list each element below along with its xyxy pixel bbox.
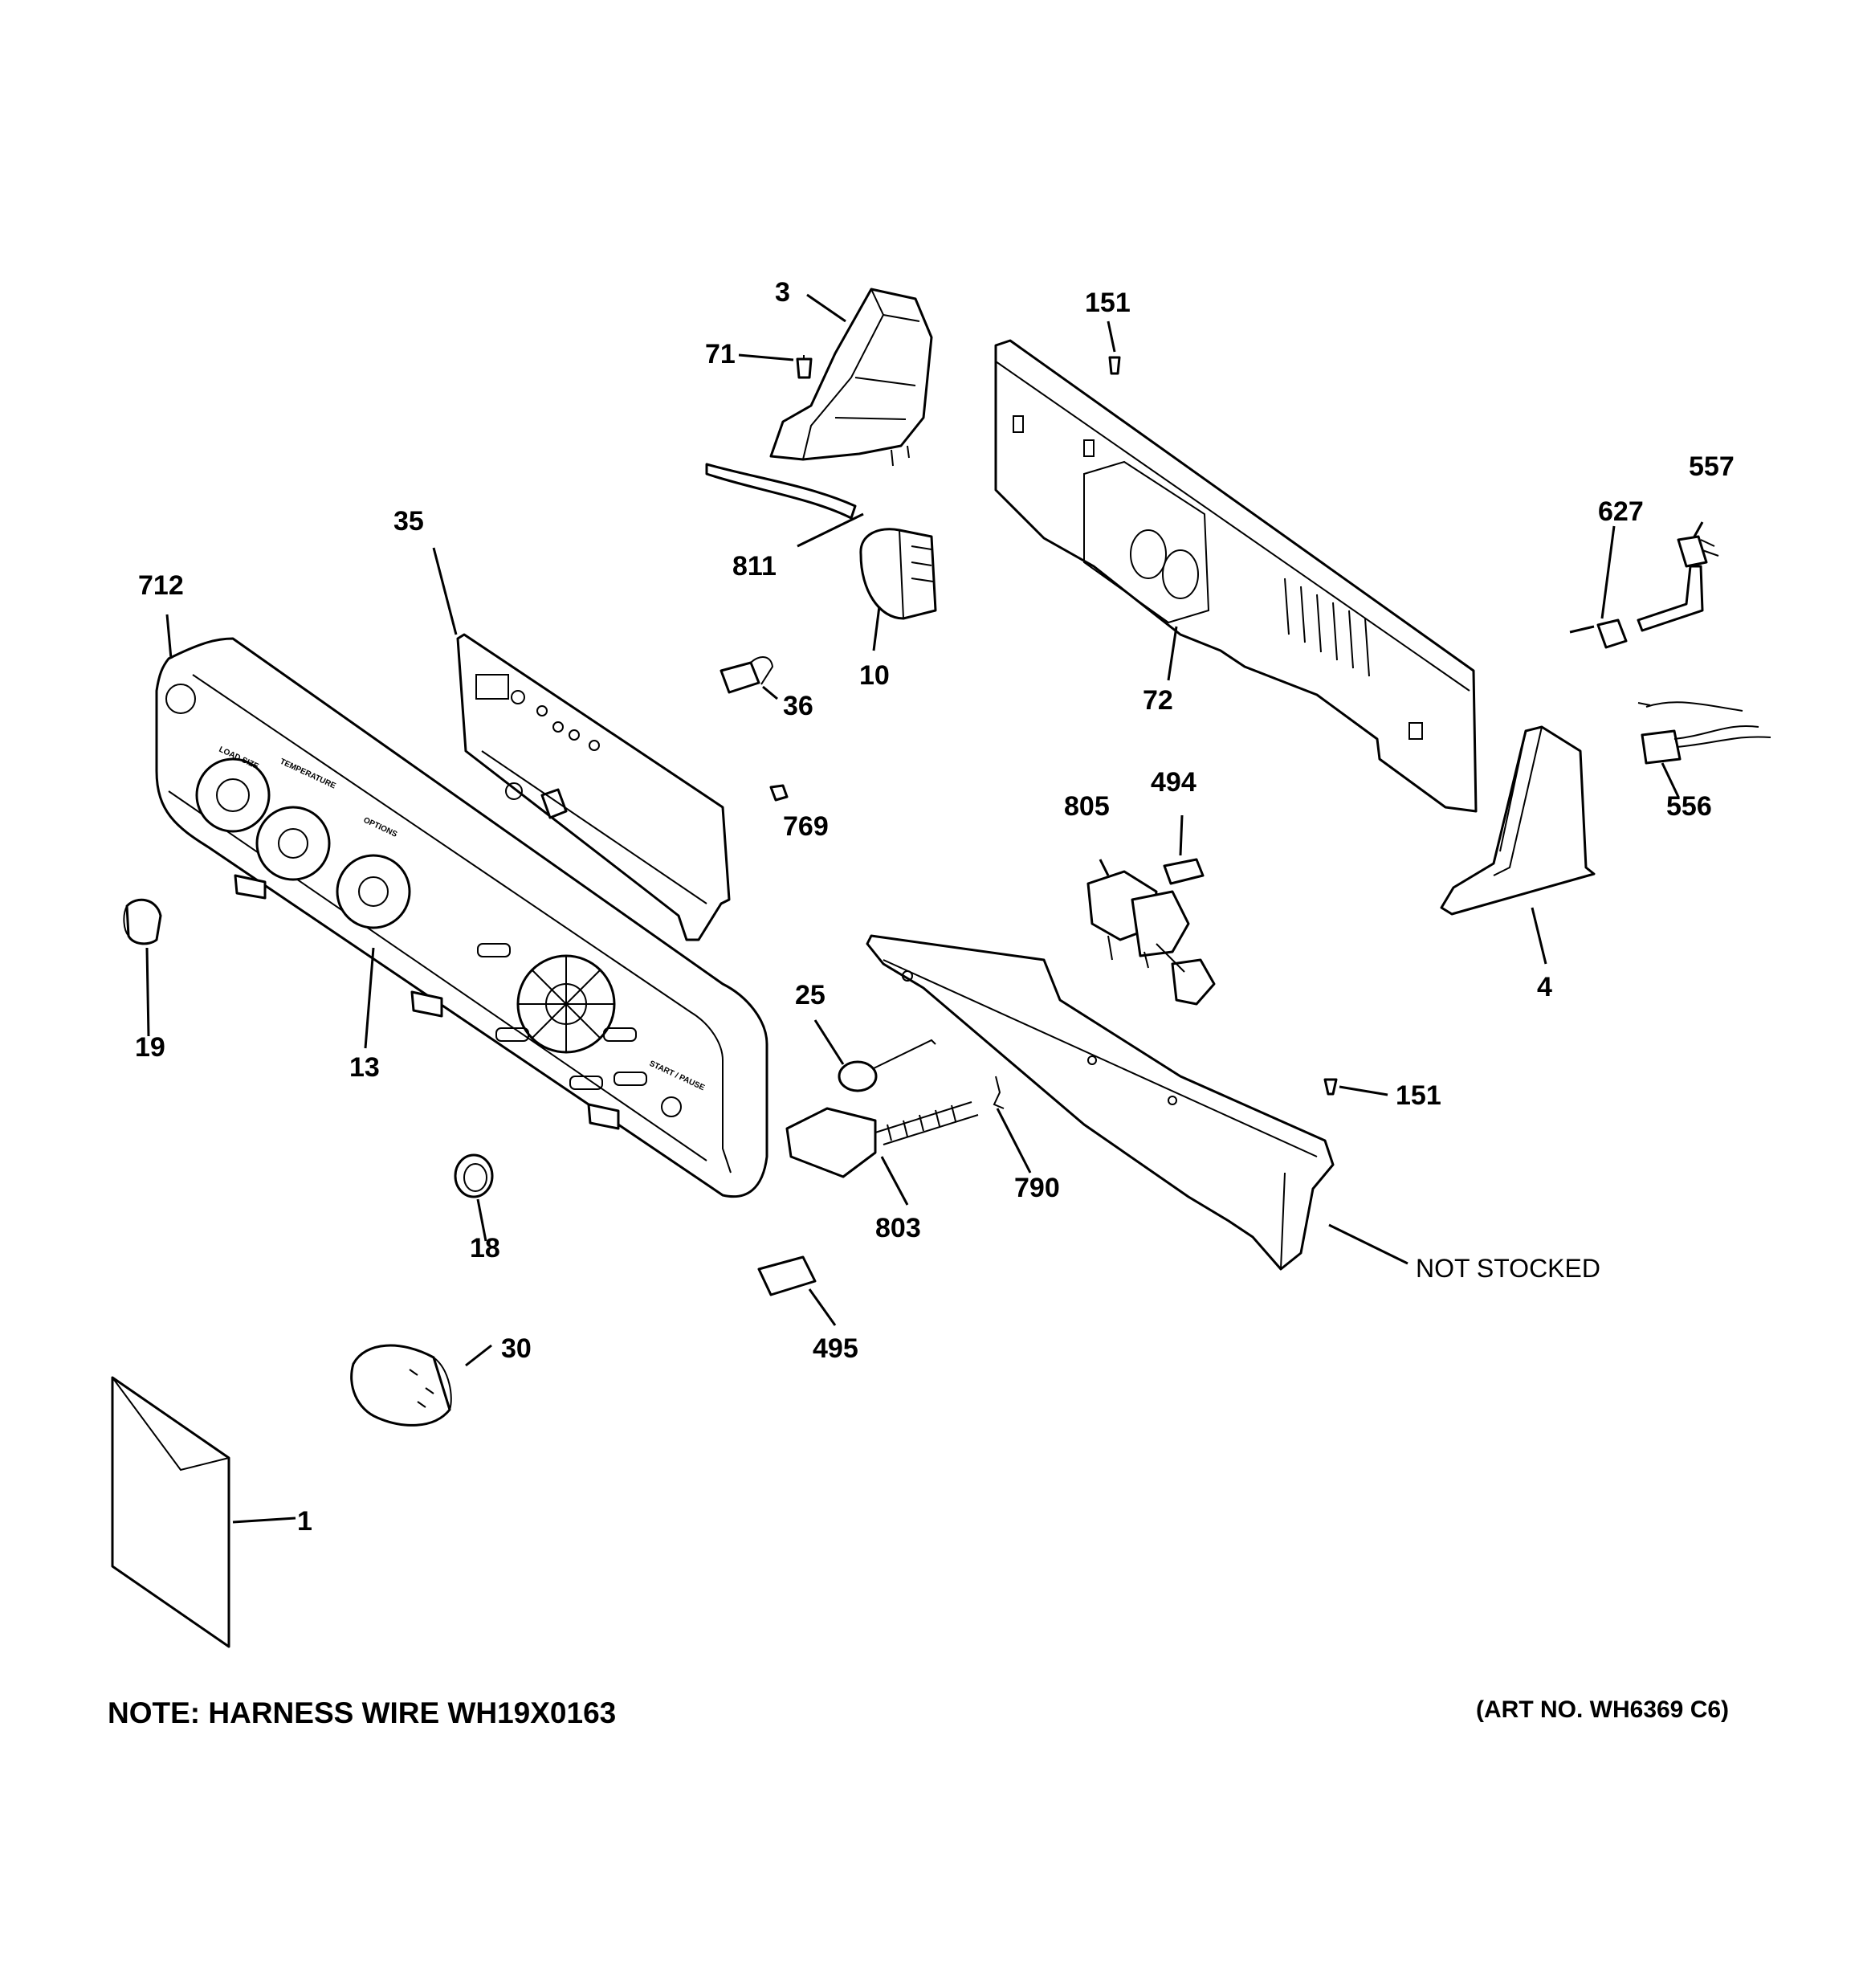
part-557-wire-connector (1637, 535, 1719, 632)
callout-not-stocked: NOT STOCKED (1416, 1254, 1600, 1283)
part-790-spring (993, 1076, 1005, 1109)
part-35-control-board (456, 633, 731, 941)
callout-803: 803 (875, 1213, 921, 1243)
callout-495: 495 (813, 1333, 858, 1364)
callout-18: 18 (470, 1233, 500, 1263)
callout-labels: 3 71 151 627 557 811 10 36 72 494 805 55… (135, 277, 1735, 1537)
part-36-connector (720, 656, 774, 694)
callout-1: 1 (297, 1506, 312, 1537)
callout-811: 811 (732, 551, 777, 582)
callout-13: 13 (349, 1052, 380, 1083)
part-3-bracket (769, 288, 933, 467)
part-805-water-valve (1086, 870, 1216, 1006)
callout-4: 4 (1537, 972, 1552, 1002)
part-10-pressure-switch (859, 528, 937, 620)
part-19-knob (123, 898, 162, 945)
callout-19: 19 (135, 1032, 165, 1063)
callout-30: 30 (501, 1333, 532, 1364)
part-25-knob-stem (838, 1039, 936, 1092)
callout-712: 712 (138, 570, 184, 601)
part-495-connector (757, 1255, 817, 1296)
part-494-connector (1163, 858, 1205, 885)
callout-71: 71 (705, 339, 736, 369)
callout-151-top: 151 (1085, 288, 1131, 318)
part-151-screw-lower (1323, 1078, 1338, 1096)
part-30-capacitor (350, 1344, 452, 1427)
part-71-screw (796, 355, 813, 379)
callout-805: 805 (1064, 791, 1110, 822)
callout-494: 494 (1151, 767, 1196, 798)
callout-556: 556 (1666, 791, 1712, 822)
callout-36: 36 (783, 691, 813, 721)
part-18-ring (454, 1153, 494, 1198)
part-72-back-panel (994, 339, 1478, 813)
part-627-clip (1596, 618, 1628, 649)
leader-lines (145, 293, 1704, 1524)
part-151-screw-top (1108, 356, 1121, 375)
art-number: (ART NO. WH6369 C6) (1476, 1696, 1730, 1723)
bracket-not-stocked (866, 934, 1335, 1271)
note-harness-wire: NOTE: HARNESS WIRE WH19X0163 (108, 1696, 617, 1729)
callout-3: 3 (775, 277, 790, 308)
callout-790: 790 (1014, 1173, 1060, 1203)
callout-10: 10 (859, 660, 890, 691)
part-4-bracket (1440, 725, 1596, 916)
part-769-screw (769, 784, 789, 802)
part-803-actuator (785, 1101, 979, 1178)
part-556-harness (1637, 701, 1771, 765)
part-811-hose (705, 463, 857, 520)
callout-35: 35 (393, 506, 424, 537)
callout-72: 72 (1143, 685, 1173, 716)
callout-557: 557 (1689, 451, 1735, 482)
callout-627: 627 (1598, 496, 1644, 527)
callout-769: 769 (783, 811, 829, 842)
callout-151-lower: 151 (1396, 1080, 1441, 1111)
part-1-document (111, 1376, 230, 1648)
callout-25: 25 (795, 980, 826, 1010)
part-13-control-panel: LOAD SIZE TEMPERATURE OPTIONS START / PA… (155, 637, 768, 1198)
